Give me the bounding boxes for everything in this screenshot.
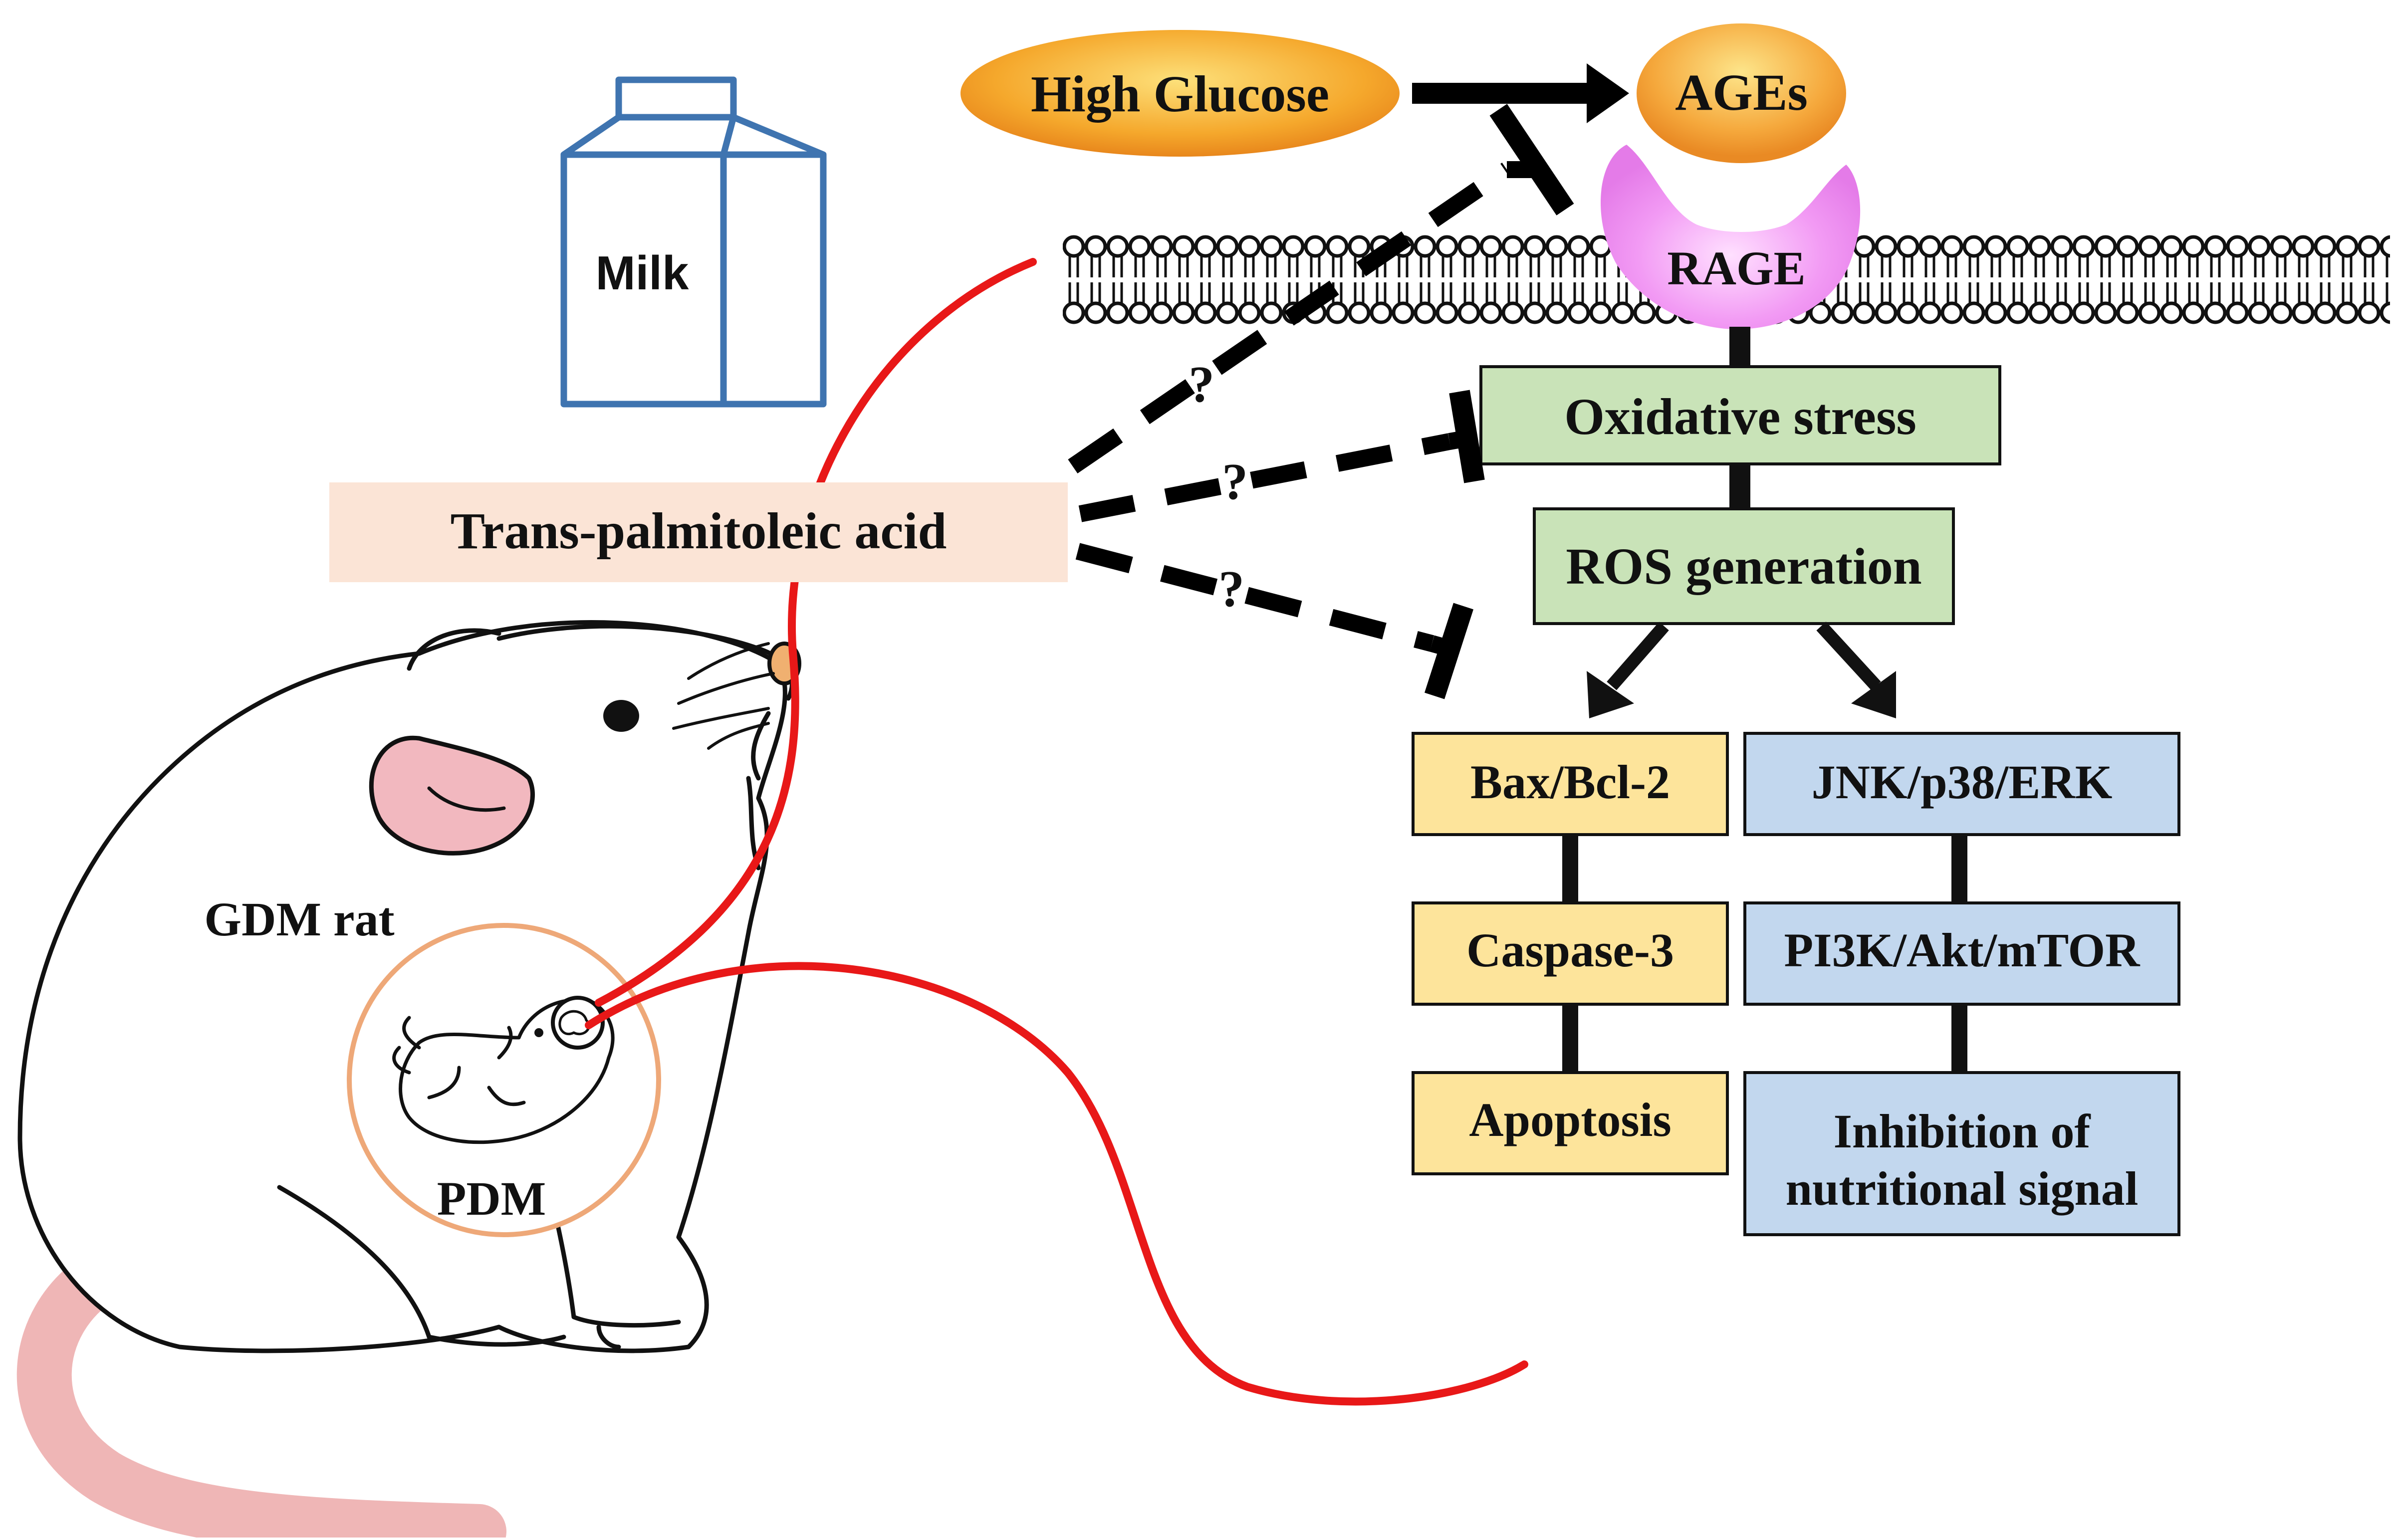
bax-bcl2-node: Bax/Bcl-2 <box>1412 732 1729 836</box>
ages-node: AGEs <box>1637 23 1846 163</box>
question-mark-ages: ? <box>1189 356 1214 413</box>
glucose-to-ages-arrow <box>1412 63 1629 123</box>
trans-palmitoleic-acid-node: Trans-palmitoleic acid <box>329 482 1068 582</box>
gdm-rat-label: GDM rat <box>204 892 394 946</box>
pi3k-akt-mtor-node: PI3K/Akt/mTOR <box>1743 901 2180 1006</box>
inhibition-nutritional-signal-node: Inhibition of nutritional signal <box>1743 1071 2180 1236</box>
inhibition-to-apoptosis-branch <box>1075 543 1473 699</box>
milk-carton-icon <box>560 76 827 408</box>
svg-text:High Glucose: High Glucose <box>1031 65 1329 123</box>
rat-eye <box>603 700 639 732</box>
fetus-brain-icon <box>551 996 605 1050</box>
apoptosis-node: Apoptosis <box>1412 1071 1729 1175</box>
svg-text:nutritional signal: nutritional signal <box>1786 1162 2139 1215</box>
svg-text:Inhibition of: Inhibition of <box>1834 1104 2091 1158</box>
red-pathway-curve-upper <box>595 258 1037 1007</box>
oxidative-stress-node: Oxidative stress <box>1479 365 2001 465</box>
caspase3-node: Caspase-3 <box>1412 901 1729 1006</box>
svg-text:PI3K/Akt/mTOR: PI3K/Akt/mTOR <box>1784 923 2141 977</box>
question-mark-oxidative: ? <box>1222 453 1248 510</box>
svg-text:Bax/Bcl-2: Bax/Bcl-2 <box>1470 755 1670 809</box>
svg-text:Apoptosis: Apoptosis <box>1469 1093 1671 1146</box>
ros-generation-node: ROS generation <box>1533 507 1955 625</box>
high-glucose-node: High Glucose <box>960 30 1400 157</box>
svg-text:JNK/p38/ERK: JNK/p38/ERK <box>1812 755 2113 809</box>
svg-text:AGEs: AGEs <box>1675 64 1808 121</box>
question-mark-apoptosis: ? <box>1218 560 1244 618</box>
inhibition-to-ages <box>1068 104 1574 474</box>
svg-text:Caspase-3: Caspase-3 <box>1466 923 1674 977</box>
red-pathway-curve-lower <box>585 962 1528 1406</box>
pdm-label: PDM <box>437 1172 546 1225</box>
jnk-p38-erk-node: JNK/p38/ERK <box>1743 732 2180 836</box>
svg-text:Oxidative stress: Oxidative stress <box>1564 388 1916 445</box>
milk-label: Milk <box>596 246 689 300</box>
svg-text:Trans-palmitoleic acid: Trans-palmitoleic acid <box>451 502 947 560</box>
svg-text:RAGE: RAGE <box>1667 241 1805 295</box>
ros-to-bax-arrow <box>1587 622 1669 718</box>
rat-tail <box>16 1250 506 1540</box>
svg-text:ROS generation: ROS generation <box>1566 538 1922 595</box>
rage-receptor: RAGE <box>1600 145 1861 329</box>
ros-to-jnk-arrow <box>1816 622 1896 718</box>
pdm-womb <box>347 923 661 1237</box>
rat-ear <box>369 735 535 856</box>
inhibition-to-oxidative-stress <box>1078 390 1485 522</box>
